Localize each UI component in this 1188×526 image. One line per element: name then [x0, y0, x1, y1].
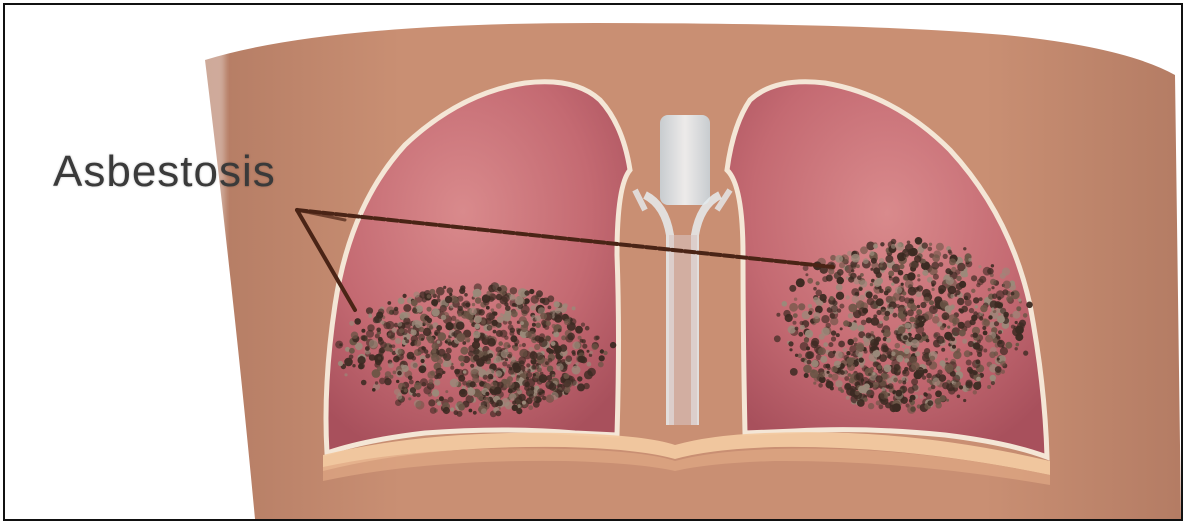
asbestosis-label: Asbestosis	[53, 147, 276, 197]
image-frame: Asbestosis	[3, 3, 1183, 521]
lungs-illustration	[5, 5, 1181, 519]
